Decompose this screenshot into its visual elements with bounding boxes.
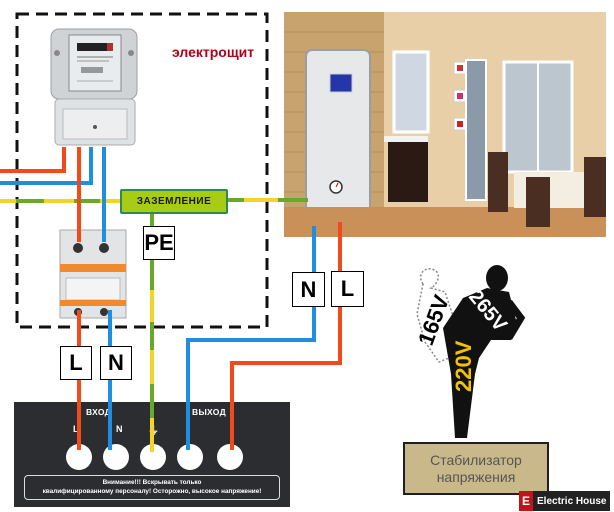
output-section-label: ВЫХОД: [192, 407, 226, 417]
warning-notice: Внимание!!! Вскрывать только квалифициро…: [24, 475, 280, 500]
stabilizer-caption: Стабилизатор напряжения: [403, 442, 549, 495]
brand-logo-icon: E: [519, 491, 533, 511]
stabilizer-caption-line-2: напряжения: [436, 468, 516, 485]
input-neutral-mark: N: [116, 424, 123, 434]
input-section-label: ВХОД: [86, 407, 112, 417]
terminal-output-neutral[interactable]: [177, 444, 203, 470]
ground-mark-icon: ⏚: [148, 425, 160, 437]
stabilizer-caption-line-1: Стабилизатор: [430, 451, 522, 468]
input-neutral-label: N: [100, 346, 132, 380]
pe-label: PE: [143, 226, 175, 260]
brand-watermark: E Electric House: [519, 491, 611, 511]
terminal-ground[interactable]: [140, 444, 166, 470]
warning-line-2: квалифицированному персоналу! Осторожно,…: [42, 488, 262, 495]
circuit-breaker: [58, 228, 130, 320]
terminal-input-phase[interactable]: [66, 444, 92, 470]
ground-bus-label: ЗАЗЕМЛЕНИЕ: [120, 189, 228, 214]
stabilizer-terminal-panel: ВХОД ВЫХОД L N ⏚ Внимание!!! Вскрывать т…: [14, 402, 290, 507]
warning-line-1: Внимание!!! Вскрывать только: [102, 479, 202, 486]
wire-phase-in: [0, 147, 66, 173]
terminal-input-neutral[interactable]: [103, 444, 129, 470]
output-phase-label: L: [331, 271, 364, 307]
room-with-electric-boiler: [284, 12, 606, 237]
input-phase-mark: L: [73, 424, 79, 434]
input-phase-label: L: [60, 346, 92, 380]
panel-title: электрощит: [172, 44, 255, 60]
voltage-figure: 165V 265V 220V: [405, 262, 545, 444]
output-neutral-label: N: [292, 272, 325, 307]
terminal-output-phase[interactable]: [217, 444, 243, 470]
nominal-voltage-label: 220V: [451, 340, 476, 392]
wire-neutral-in: [0, 147, 93, 185]
brand-name: Electric House: [533, 491, 611, 511]
electric-meter: [49, 25, 141, 149]
